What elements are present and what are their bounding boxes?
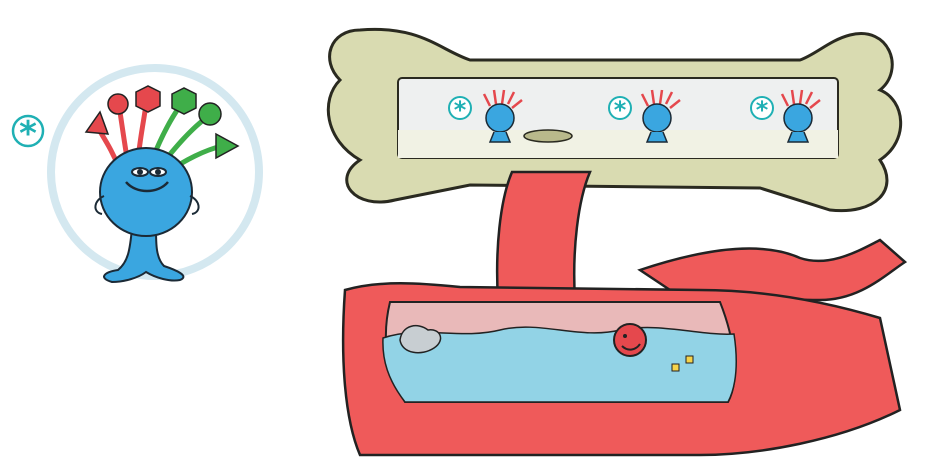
- bone-icon: * * *: [328, 29, 900, 210]
- bone-marrow-opening: [524, 130, 572, 142]
- green-cube-receptor-icon: [172, 88, 196, 114]
- green-triangle-receptor-icon: [216, 134, 238, 158]
- connecting-vessel: [497, 172, 590, 300]
- bone-marker-2-label: *: [614, 96, 627, 124]
- blood-vessel-icon: [343, 172, 905, 455]
- particle-icon: [686, 356, 693, 363]
- green-circle-receptor-icon: [199, 103, 221, 125]
- triangle-receptor-icon: [86, 112, 108, 134]
- particle-icon: [672, 364, 679, 371]
- cube-receptor-icon: [136, 86, 160, 112]
- red-blood-cell-icon: [614, 324, 646, 356]
- bone-marker-1-label: *: [454, 96, 467, 124]
- circle-receptor-icon: [108, 94, 128, 114]
- bone-marker-3-label: *: [756, 96, 769, 124]
- asterisk-marker-label: *: [19, 114, 37, 154]
- asterisk-marker-icon: *: [13, 114, 43, 154]
- highlighted-cell-group: *: [13, 68, 259, 282]
